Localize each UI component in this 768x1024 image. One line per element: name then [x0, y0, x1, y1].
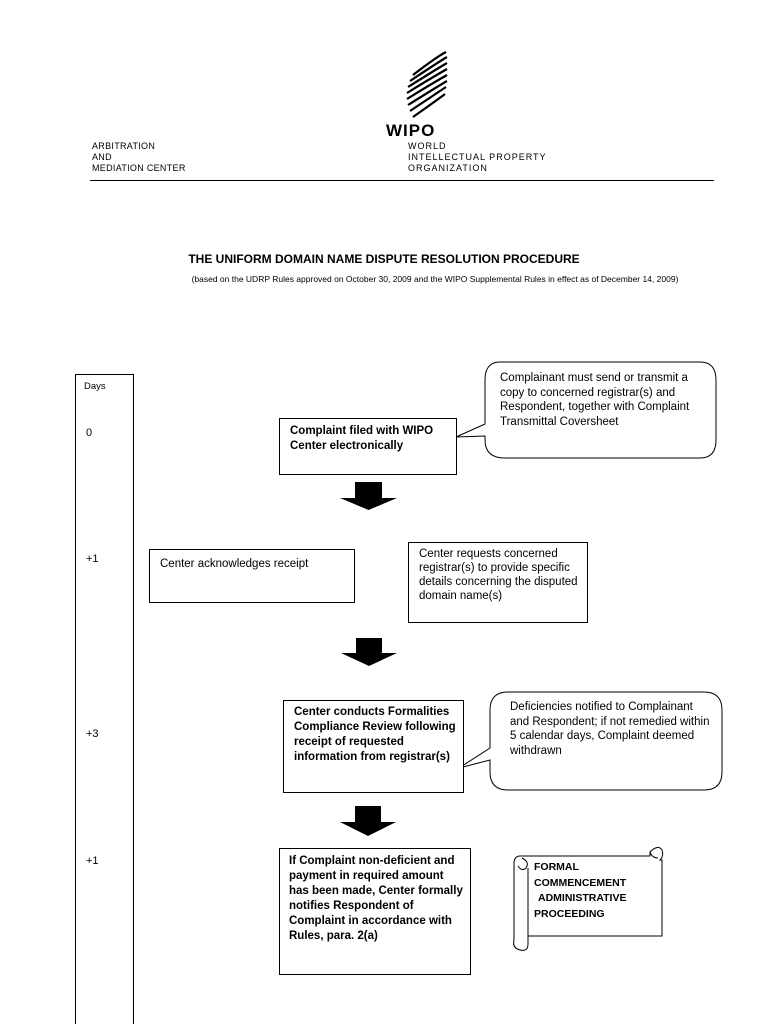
days-label: Days [84, 381, 106, 392]
compliance-review-box: Center conducts Formalities Compliance R… [283, 700, 464, 793]
complainant-note-text: Complainant must send or transmit a copy… [500, 372, 690, 428]
down-arrow-icon [340, 806, 396, 836]
logo-sub-line: WORLD [408, 141, 447, 151]
day-step: +1 [86, 553, 99, 565]
registrar-request-box: Center requests concerned registrar(s) t… [408, 542, 588, 623]
page-title: THE UNIFORM DOMAIN NAME DISPUTE RESOLUTI… [188, 252, 580, 266]
center-name-line: AND [92, 152, 112, 162]
logo-sub-line: ORGANIZATION [408, 163, 488, 173]
complaint-filed-box: Complaint filed with WIPO Center electro… [279, 418, 457, 475]
days-column: Days [75, 374, 134, 1024]
formal-notice-box: If Complaint non-deficient and payment i… [279, 848, 471, 975]
down-arrow-icon [341, 638, 397, 666]
down-arrow-icon [340, 482, 397, 510]
wipo-logo-word: WIPO [386, 121, 436, 140]
page-subtitle: (based on the UDRP Rules approved on Oct… [191, 274, 679, 284]
center-name: ARBITRATION AND MEDIATION CENTER [92, 141, 186, 174]
callout-bubble [458, 691, 723, 791]
acknowledges-box: Center acknowledges receipt [149, 549, 355, 603]
center-name-line: ARBITRATION [92, 141, 156, 151]
commencement-line: PROCEEDING [534, 907, 605, 920]
callout-bubble [455, 361, 717, 459]
commencement-line: FORMAL [534, 861, 579, 873]
commencement-line: ADMINISTRATIVE [538, 892, 627, 904]
logo-sub-line: INTELLECTUAL PROPERTY [408, 152, 547, 162]
wipo-logo-subtitle: WORLD INTELLECTUAL PROPERTY ORGANIZATION [408, 141, 547, 174]
center-name-line: MEDIATION CENTER [92, 163, 186, 173]
commencement-line: COMMENCEMENT [534, 876, 627, 889]
deficiencies-note-text: Deficiencies notified to Complainant and… [510, 701, 710, 757]
day-step: +1 [86, 855, 99, 867]
day-step: 0 [86, 427, 93, 439]
day-step: +3 [86, 728, 99, 740]
header-rule [90, 180, 714, 181]
scroll-banner-icon [513, 846, 664, 951]
commencement-label: FORMAL COMMENCEMENT ADMINISTRATIVE PROCE… [534, 860, 654, 922]
